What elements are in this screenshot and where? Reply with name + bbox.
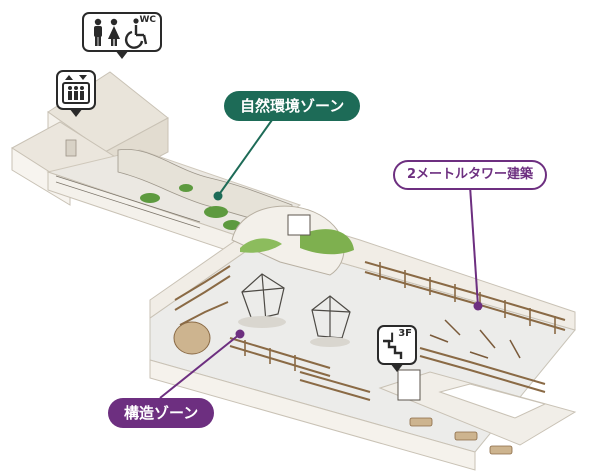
nature-zone-label: 自然環境ゾーン [224,91,361,121]
elevator-icon-box [56,70,96,117]
structure-zone-leader [159,333,241,399]
structure-zone-marker [235,329,245,339]
stairs-icon-box: 3F [377,325,417,372]
tower-marker [473,301,483,311]
corridor-railing [55,175,201,229]
stairs-room-inner [438,383,547,419]
main-hall-front-rim [149,359,476,471]
wooden-drum [173,321,211,355]
elevator-icon [62,75,90,104]
benches [409,417,513,455]
green-lawn [300,229,354,255]
structure-sculpture-base-2 [310,337,350,347]
nature-zone-plants [140,184,241,230]
wooden-fences [174,261,566,401]
sculpture-box [287,214,311,236]
wc-badge: WC [139,15,156,25]
green-lawn-2 [240,238,282,253]
wheelchair-icon [124,18,148,49]
round-plaza [231,205,345,276]
stairs-icon [383,332,403,359]
stairs-floor-label: 3F [398,328,412,339]
stairs-entrance [397,369,421,401]
tower-architecture-label: 2メートルタワー建築 [393,160,548,190]
structure-sculpture-2 [311,295,351,342]
structure-sculpture-base-1 [238,316,286,328]
tower-pieces [429,319,521,359]
structure-sculpture-1 [241,273,285,323]
restroom-icons [94,18,148,49]
tower-leader [469,185,479,307]
nature-zone-marker [213,191,223,201]
restroom-icon-box: WC [82,12,162,59]
nature-zone-leader [217,119,273,197]
elevator-door [65,139,77,157]
female-toilet-icon [108,18,120,46]
male-toilet-icon [94,18,102,46]
structure-zone-label: 構造ゾーン [108,398,215,428]
